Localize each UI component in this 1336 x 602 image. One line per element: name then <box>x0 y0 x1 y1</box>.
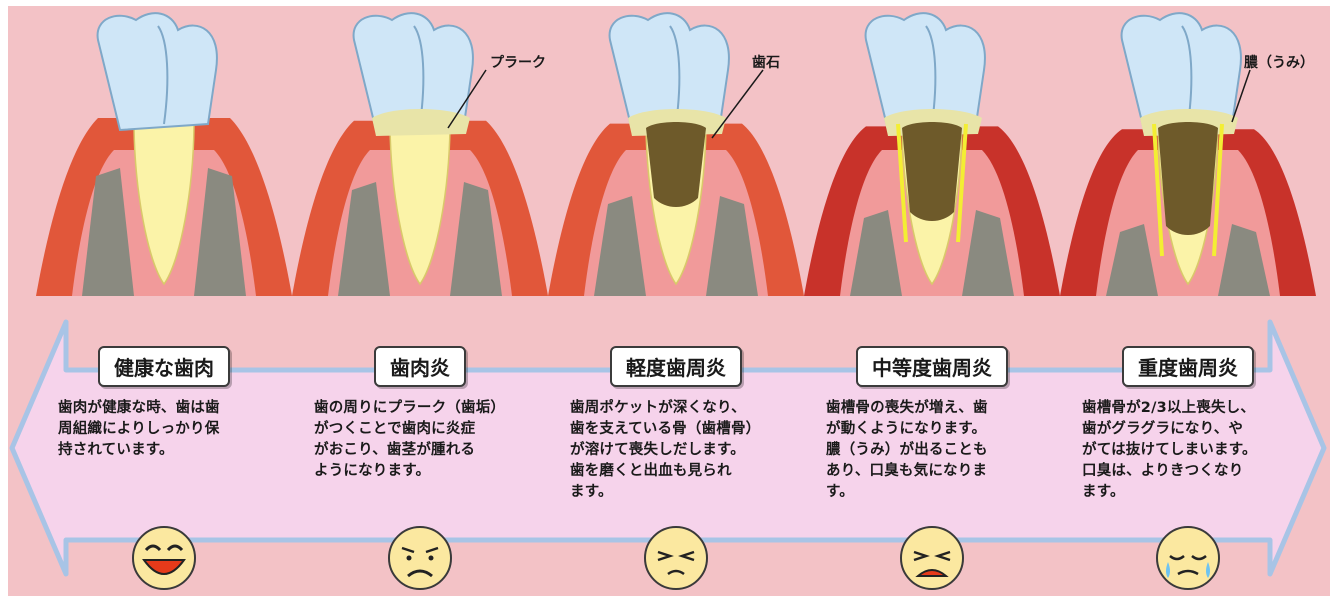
description-line: 歯肉が健康な時、歯は歯 <box>58 400 220 416</box>
description-line: あり、口臭も気になりま <box>826 463 988 479</box>
stage-title: 健康な歯肉 <box>98 346 230 387</box>
face-outline <box>1156 526 1220 590</box>
tooth-crown <box>608 12 730 132</box>
description-line: 歯周ポケットが深くなり、 <box>570 400 746 416</box>
stage-title: 軽度歯周炎 <box>610 346 742 387</box>
grimace-mouth <box>915 569 949 577</box>
description-line: 歯槽骨の喪失が増え、歯 <box>826 400 988 416</box>
description-line: 歯の周りにプラーク（歯垢） <box>314 400 506 416</box>
stage-title: 中等度歯周炎 <box>856 346 1008 387</box>
stage-mild-periodontitis: 軽度歯周炎 歯周ポケットが深くなり、 歯を支えている骨（歯槽骨） が溶けて喪失し… <box>548 0 804 602</box>
description-line: がては抜けてしまいます。 <box>1082 442 1257 458</box>
description-line: が動くようになります。 <box>826 421 987 437</box>
eyebrows <box>401 546 439 554</box>
description-line: ようになります。 <box>314 463 431 479</box>
happy-face-icon <box>132 526 196 590</box>
stage-gingivitis: 歯肉炎 歯の周りにプラーク（歯垢） がつくことで歯肉に炎症 がおこり、歯茎が腫れ… <box>292 0 548 602</box>
alveolar-bone-left <box>594 196 646 296</box>
plaque-deposit <box>372 109 470 136</box>
stage-description: 歯周ポケットが深くなり、 歯を支えている骨（歯槽骨） が溶けて喪失しだします。 … <box>570 398 784 503</box>
alveolar-bone-left <box>850 210 902 296</box>
tartar-callout-label: 歯石 <box>752 55 780 71</box>
stage-healthy-gums: 健康な歯肉 歯肉が健康な時、歯は歯 周組織によりしっかり保 持されています。 <box>36 0 292 602</box>
face-outline <box>644 526 708 590</box>
tooth-stage-4 <box>804 12 1060 297</box>
alveolar-bone-right <box>450 182 502 296</box>
alveolar-bone-left <box>82 168 134 296</box>
tooth-crown <box>352 12 474 132</box>
face-outline <box>132 526 196 590</box>
description-line: 歯を支えている骨（歯槽骨） <box>570 421 761 437</box>
tooth-crown <box>96 12 218 132</box>
description-line: ます。 <box>570 484 613 500</box>
alveolar-bone-right <box>962 210 1014 296</box>
pus-leader-line <box>1231 69 1251 123</box>
open-smile-mouth <box>142 559 186 575</box>
description-line: 口臭は、よりきつくなり <box>1082 463 1244 479</box>
description-line: ます。 <box>1082 484 1125 500</box>
tartar-deposit <box>1158 122 1218 235</box>
description-line: がおこり、歯茎が腫れる <box>314 442 476 458</box>
tooth-illustrations <box>36 12 1316 297</box>
description-line: す。 <box>826 484 854 500</box>
stage-severe-periodontitis: 重度歯周炎 歯槽骨が2/3以上喪失し、 歯がグラグラになり、や がては抜けてしま… <box>1060 0 1316 602</box>
tooth-stage-3 <box>548 12 804 296</box>
plaque-callout-label: プラーク <box>490 55 546 71</box>
callout-leader-lines <box>447 69 1251 139</box>
frown-mouth <box>407 569 433 578</box>
closed-eyes <box>1169 555 1207 561</box>
face-icons <box>132 526 1220 590</box>
tartar-deposit <box>902 122 962 221</box>
squinting-eyes <box>913 550 951 562</box>
pained-face-icon <box>644 526 708 590</box>
tooth-crown <box>1120 12 1242 132</box>
description-line: 膿（うみ）が出ることも <box>826 442 988 458</box>
squinting-eyes <box>657 550 695 562</box>
sad-mouth <box>1177 569 1199 576</box>
crown-divide-line <box>157 25 169 125</box>
face-outline <box>388 526 452 590</box>
stage-moderate-periodontitis: 中等度歯周炎 歯槽骨の喪失が増え、歯 が動くようになります。 膿（うみ）が出るこ… <box>804 0 1060 602</box>
right-eye <box>428 555 434 561</box>
description-line: がつくことで歯肉に炎症 <box>314 421 476 437</box>
tooth-crown <box>864 12 986 132</box>
tooth-stage-2 <box>292 12 548 296</box>
description-line: が溶けて喪失しだします。 <box>570 442 745 458</box>
frowning-face-icon <box>388 526 452 590</box>
stage-title: 歯肉炎 <box>374 346 466 387</box>
description-line: 持されています。 <box>58 442 174 458</box>
smiling-eyes <box>144 544 184 552</box>
face-outline <box>900 526 964 590</box>
plaque-leader-line <box>447 69 487 129</box>
distressed-face-icon <box>900 526 964 590</box>
left-eye <box>406 555 412 561</box>
crying-face-icon <box>1156 526 1220 590</box>
alveolar-bone-right <box>1218 224 1270 296</box>
stage-description: 歯肉が健康な時、歯は歯 周組織によりしっかり保 持されています。 <box>58 398 272 461</box>
description-line: 歯がグラグラになり、や <box>1082 421 1244 437</box>
description-line: 歯槽骨が2/3以上喪失し、 <box>1082 400 1256 416</box>
alveolar-bone-right <box>706 196 758 296</box>
stage-description: 歯槽骨の喪失が増え、歯 が動くようになります。 膿（うみ）が出ることも あり、口… <box>826 398 1040 503</box>
small-mouth <box>667 569 685 576</box>
pus-pocket <box>1152 123 1224 257</box>
tooth-root <box>133 119 195 286</box>
tooth-root <box>389 119 451 286</box>
alveolar-bone-left <box>338 182 390 296</box>
tooth-stage-5 <box>1060 12 1316 296</box>
description-line: 歯を磨くと出血も見られ <box>570 463 732 479</box>
description-line: 周組織によりしっかり保 <box>58 421 220 437</box>
tartar-leader-line <box>711 69 764 139</box>
tooth-stage-1 <box>36 12 292 296</box>
stage-description: 歯槽骨が2/3以上喪失し、 歯がグラグラになり、や がては抜けてしまいます。 口… <box>1082 398 1296 503</box>
stage-description: 歯の周りにプラーク（歯垢） がつくことで歯肉に炎症 がおこり、歯茎が腫れる よう… <box>314 398 528 482</box>
alveolar-bone-right <box>194 168 246 296</box>
stage-title: 重度歯周炎 <box>1122 346 1254 387</box>
alveolar-bone-left <box>1106 224 1158 296</box>
pus-callout-label: 膿（うみ） <box>1244 55 1314 71</box>
tartar-deposit <box>646 122 706 207</box>
pus-pocket <box>896 123 968 243</box>
